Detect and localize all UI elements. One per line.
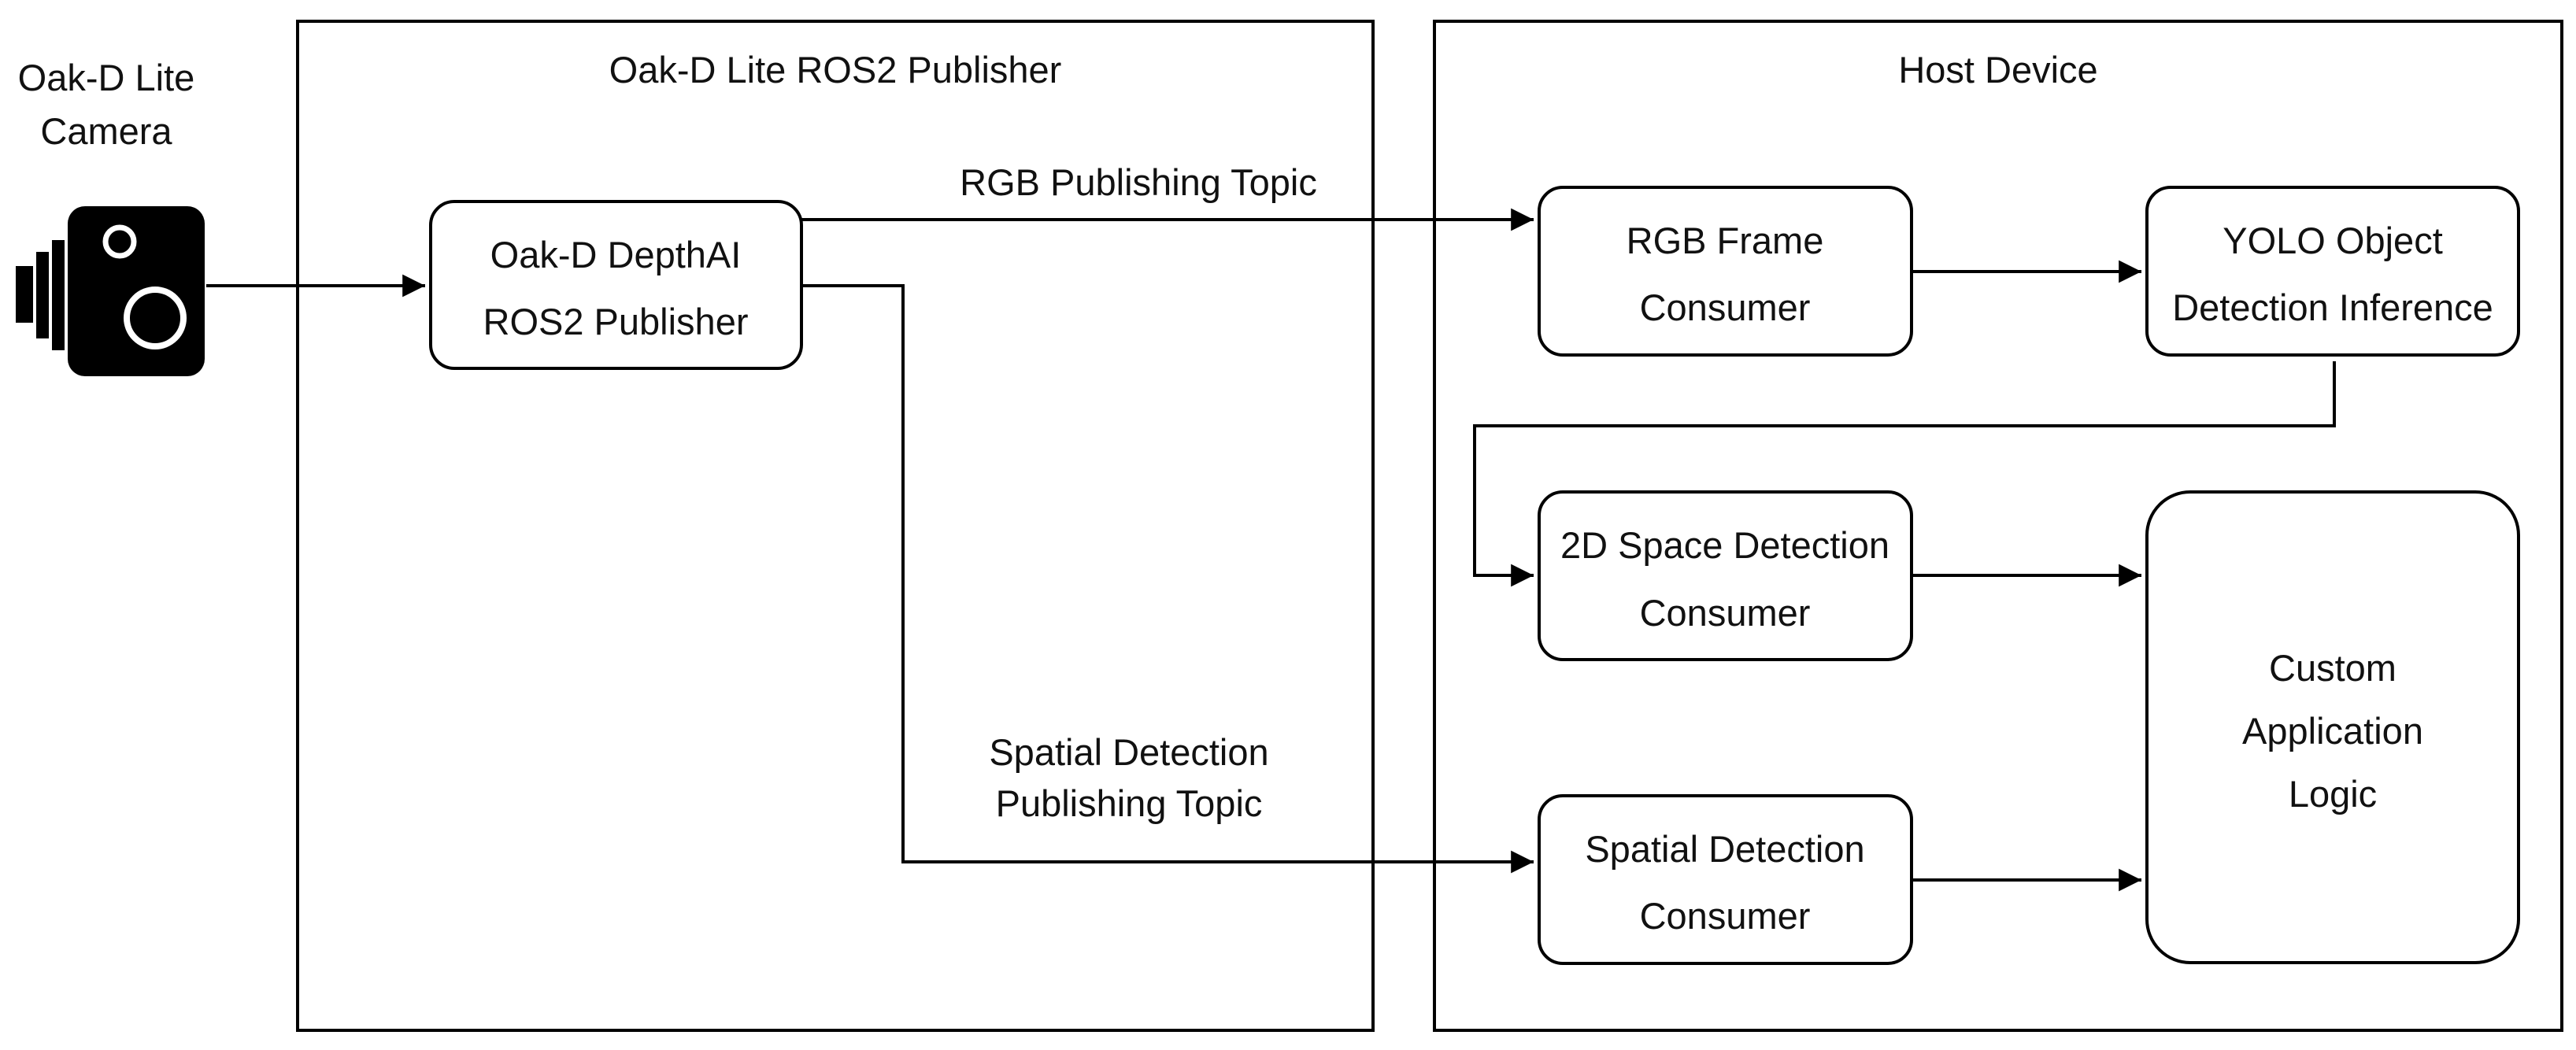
node-custom-application-logic: Custom Application Logic (2145, 490, 2520, 964)
node-depthai-line1: Oak-D DepthAI (490, 234, 742, 275)
edge-label-spatial-topic-line1: Spatial Detection (989, 731, 1268, 773)
node-yolo-inference: YOLO Object Detection Inference (2145, 186, 2520, 357)
node-spatial-detection-consumer: Spatial Detection Consumer (1538, 794, 1913, 965)
camera-icon (16, 206, 205, 376)
node-depthai-line2: ROS2 Publisher (483, 301, 749, 342)
node-rgb-consumer-line2: Consumer (1640, 287, 1811, 328)
node-rgb-frame-consumer: RGB Frame Consumer (1538, 186, 1913, 357)
edge-label-rgb-topic: RGB Publishing Topic (960, 161, 1317, 203)
node-custom-line3: Logic (2289, 773, 2377, 815)
node-space2d-line2: Consumer (1640, 592, 1811, 634)
node-yolo-line2: Detection Inference (2172, 287, 2493, 328)
edges: RGB Publishing Topic Spatial Detection P… (206, 161, 2336, 892)
host-container-title: Host Device (1898, 49, 2097, 91)
edge-yolo-to-2d (1473, 361, 2336, 587)
host-container: Host Device (1433, 20, 2563, 1032)
node-custom-line2: Application (2242, 710, 2423, 752)
node-2d-space-detection-consumer: 2D Space Detection Consumer (1538, 490, 1913, 661)
node-spatial-consumer-line1: Spatial Detection (1585, 828, 1864, 870)
camera-node: Oak-D Lite Camera (16, 57, 205, 376)
camera-label-line1: Oak-D Lite (18, 57, 195, 98)
node-space2d-line1: 2D Space Detection (1560, 524, 1889, 566)
camera-label-line2: Camera (40, 110, 172, 152)
node-rgb-consumer-line1: RGB Frame (1627, 220, 1824, 261)
edge-label-spatial-topic-line2: Publishing Topic (996, 782, 1263, 824)
publisher-container: Oak-D Lite ROS2 Publisher (296, 20, 1375, 1032)
publisher-container-title: Oak-D Lite ROS2 Publisher (609, 49, 1062, 91)
node-custom-line1: Custom (2269, 647, 2396, 689)
edge-spatial-topic (801, 284, 1534, 874)
node-yolo-line1: YOLO Object (2223, 220, 2443, 261)
node-spatial-consumer-line2: Consumer (1640, 895, 1811, 937)
node-depthai-publisher: Oak-D DepthAI ROS2 Publisher (429, 200, 803, 370)
